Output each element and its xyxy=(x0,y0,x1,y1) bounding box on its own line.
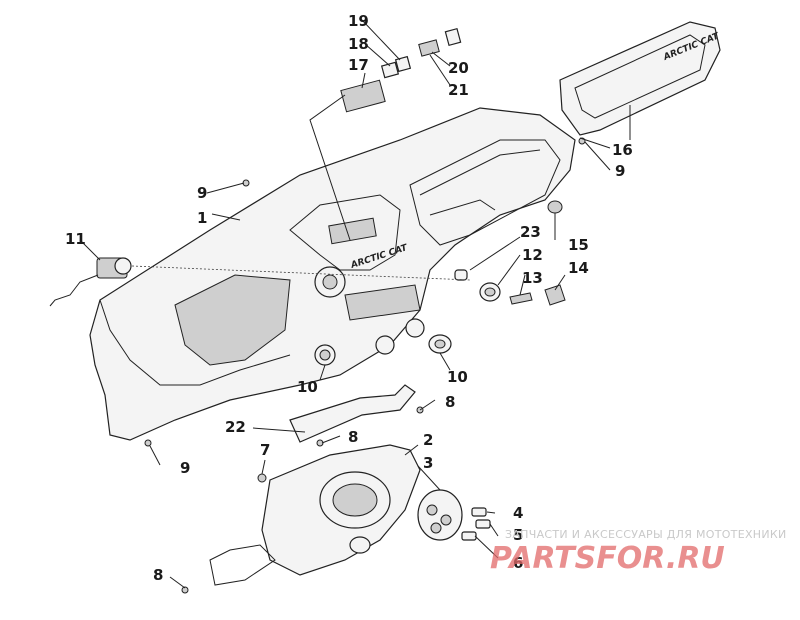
callout-23: 23 xyxy=(520,223,541,241)
leader-lines xyxy=(79,19,631,589)
callout-5: 5 xyxy=(513,526,523,544)
callout-8-middle: 8 xyxy=(348,428,358,446)
small-parts xyxy=(428,200,566,354)
callout-2: 2 xyxy=(423,431,433,449)
gauge-plate xyxy=(417,489,463,541)
mounting-bracket xyxy=(289,384,416,443)
callout-9-right: 9 xyxy=(615,162,625,180)
callout-14: 14 xyxy=(568,259,589,277)
callout-11: 11 xyxy=(65,230,86,248)
callout-10-right: 10 xyxy=(447,368,468,386)
callout-19: 19 xyxy=(348,12,369,30)
callout-13: 13 xyxy=(522,269,543,287)
callout-1: 1 xyxy=(197,209,207,227)
callout-6: 6 xyxy=(513,554,523,572)
upper-cover: ARCTIC CAT xyxy=(559,21,721,136)
callout-7: 7 xyxy=(260,441,270,459)
callout-9-bottom: 9 xyxy=(180,459,190,477)
watermark-logo: PARTSFOR.RU xyxy=(490,541,725,576)
callout-22: 22 xyxy=(225,418,246,436)
callout-8-upper: 8 xyxy=(445,393,455,411)
callout-9-left: 9 xyxy=(197,184,207,202)
callout-20: 20 xyxy=(448,59,469,77)
callout-12: 12 xyxy=(522,246,543,264)
callout-21: 21 xyxy=(448,81,469,99)
indicator-lamps xyxy=(461,507,491,541)
callout-16: 16 xyxy=(612,141,633,159)
ignition-switch xyxy=(49,257,132,307)
callout-4: 4 xyxy=(513,504,523,522)
callout-labels: 1 2 3 4 5 6 7 8 8 8 9 9 9 10 10 11 12 13… xyxy=(65,12,633,584)
lower-cover-panel xyxy=(209,444,421,586)
callout-18: 18 xyxy=(348,35,369,53)
callout-3: 3 xyxy=(423,454,433,472)
watermark: ЗАПЧАСТИ И АКСЕССУАРЫ ДЛЯ МОТОТЕХНИКИ PA… xyxy=(490,528,787,576)
callout-10-left: 10 xyxy=(297,378,318,396)
callout-17: 17 xyxy=(348,56,369,74)
watermark-tagline: ЗАПЧАСТИ И АКСЕССУАРЫ ДЛЯ МОТОТЕХНИКИ xyxy=(505,528,787,541)
callout-15: 15 xyxy=(568,236,589,254)
callout-8-lower: 8 xyxy=(153,566,163,584)
fasteners xyxy=(144,137,586,594)
